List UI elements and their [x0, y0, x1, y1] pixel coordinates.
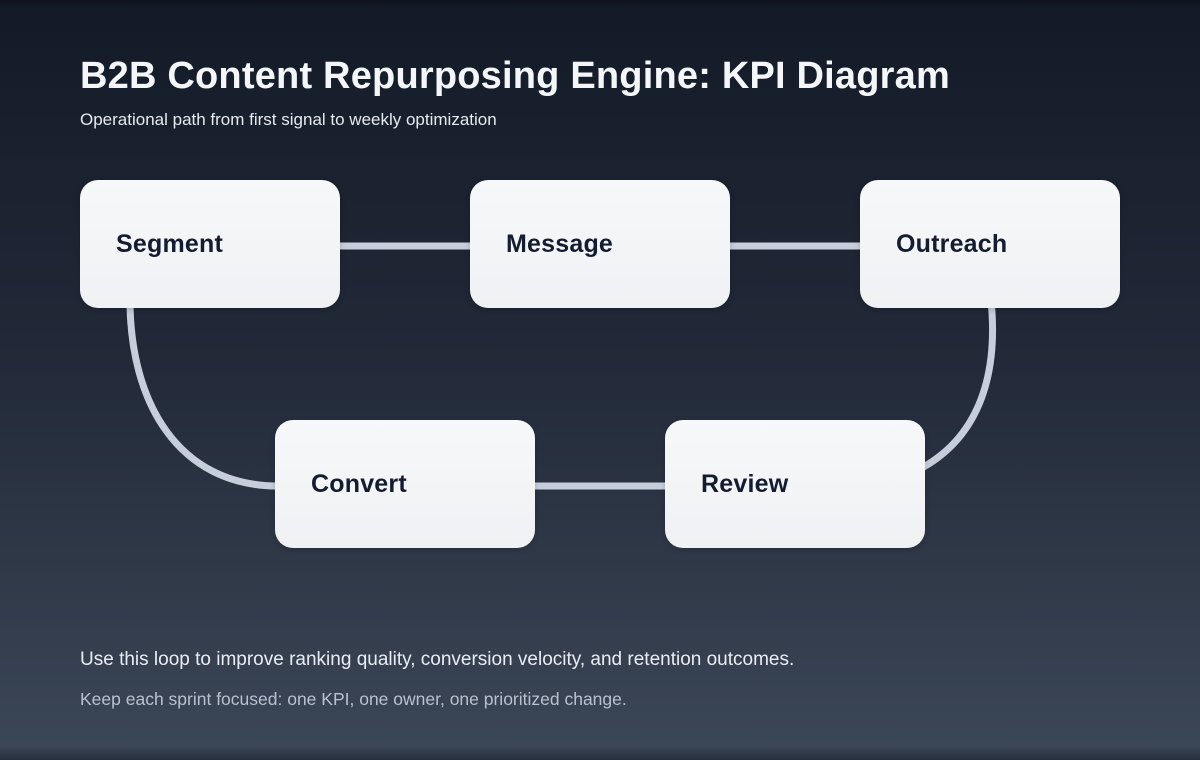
page-footer: Use this loop to improve ranking quality… — [80, 649, 794, 710]
node-segment: Segment — [80, 180, 340, 308]
node-message: Message — [470, 180, 730, 308]
node-review: Review — [665, 420, 925, 548]
node-outreach: Outreach — [860, 180, 1120, 308]
page-title: B2B Content Repurposing Engine: KPI Diag… — [80, 55, 950, 97]
footer-line-1: Use this loop to improve ranking quality… — [80, 649, 795, 670]
node-convert-label: Convert — [311, 469, 407, 498]
node-outreach-label: Outreach — [896, 229, 1008, 258]
connector-outreach-review-curve — [916, 299, 997, 474]
page-header: B2B Content Repurposing Engine: KPI Diag… — [80, 55, 950, 130]
node-message-label: Message — [506, 229, 614, 258]
node-review-label: Review — [701, 469, 789, 498]
footer-line-2: Keep each sprint focused: one KPI, one o… — [80, 689, 627, 709]
connector-segment-convert-curve — [126, 299, 279, 490]
node-segment-label: Segment — [116, 229, 223, 258]
node-convert: Convert — [275, 420, 535, 548]
page-subtitle: Operational path from first signal to we… — [80, 109, 497, 129]
